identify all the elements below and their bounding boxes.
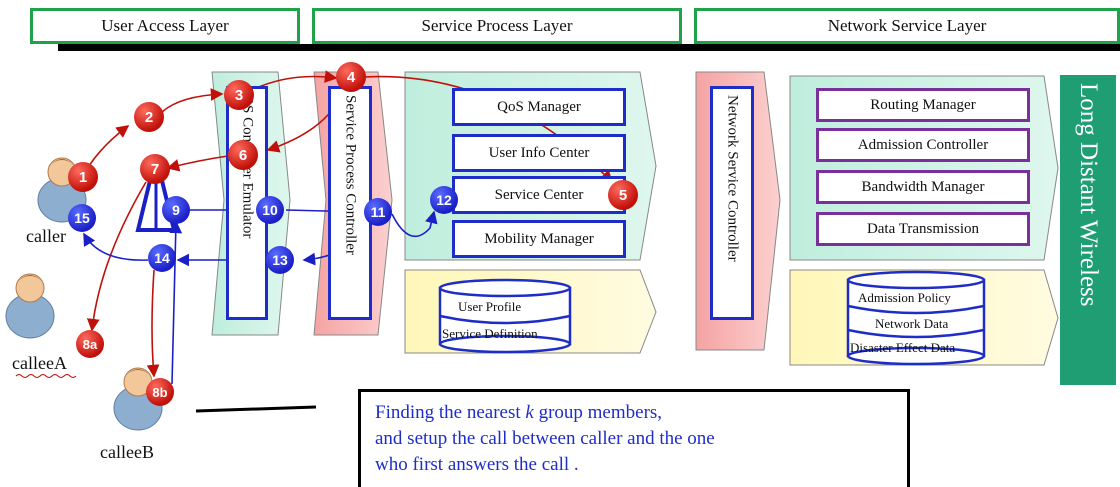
callee-a-person-icon (5, 273, 55, 339)
note-pointer-line (195, 405, 317, 413)
step-badge-15: 15 (68, 204, 96, 232)
step-badge-2: 2 (134, 102, 164, 132)
service-process-controller: Service Process Controller (328, 86, 372, 320)
qos-manager-box: QoS Manager (452, 88, 626, 126)
user-info-center-box: User Info Center (452, 134, 626, 172)
step-badge-8a: 8a (76, 330, 104, 358)
service-process-layer-header: Service Process Layer (312, 8, 682, 44)
caller-label: caller (26, 226, 66, 246)
network-db-cylinder (846, 270, 986, 366)
layer-divider-line (58, 44, 1120, 51)
step-badge-3: 3 (224, 80, 254, 110)
data-transmission-box: Data Transmission (816, 212, 1030, 246)
step-badge-1: 1 (68, 162, 98, 192)
long-distant-wireless-banner: Long Distant Wireless (1060, 75, 1116, 385)
callee-b-label: calleeB (100, 442, 154, 462)
step-badge-7: 7 (140, 154, 170, 184)
bandwidth-manager-box: Bandwidth Manager (816, 170, 1030, 204)
step-badge-12: 12 (430, 186, 458, 214)
network-service-controller: Network Service Controller (710, 86, 754, 320)
db-label-network-data: Network Data (875, 316, 949, 331)
step-badge-11: 11 (364, 198, 392, 226)
note-line-3: who first answers the call . (375, 454, 579, 475)
routing-manager-box: Routing Manager (816, 88, 1030, 122)
user-access-layer-header: User Access Layer (30, 8, 300, 44)
step-badge-9: 9 (162, 196, 190, 224)
step-badge-6: 6 (228, 140, 258, 170)
step-badge-5: 5 (608, 180, 638, 210)
db-label-disaster-effect-data: Disaster Effect Data (850, 340, 956, 355)
db-label-user-profile: User Profile (458, 299, 522, 314)
step-badge-13: 13 (266, 246, 294, 274)
note-line-2: and setup the call between caller and th… (375, 428, 715, 449)
db-label-admission-policy: Admission Policy (858, 290, 951, 305)
step-badge-10: 10 (256, 196, 284, 224)
note-box: Finding the nearest k group members, and… (358, 389, 910, 487)
admission-controller-box: Admission Controller (816, 128, 1030, 162)
service-db-cylinder (438, 278, 572, 354)
step-badge-8b: 8b (146, 378, 174, 406)
step-badge-14: 14 (148, 244, 176, 272)
callee-a-label: calleeA (12, 353, 67, 373)
network-service-layer-header: Network Service Layer (694, 8, 1120, 44)
service-center-box: Service Center (452, 176, 626, 214)
step-badge-4: 4 (336, 62, 366, 92)
note-line-1: Finding the nearest k group members, (375, 402, 663, 423)
mobility-manager-box: Mobility Manager (452, 220, 626, 258)
db-label-service-definition: Service Definition (442, 326, 538, 341)
